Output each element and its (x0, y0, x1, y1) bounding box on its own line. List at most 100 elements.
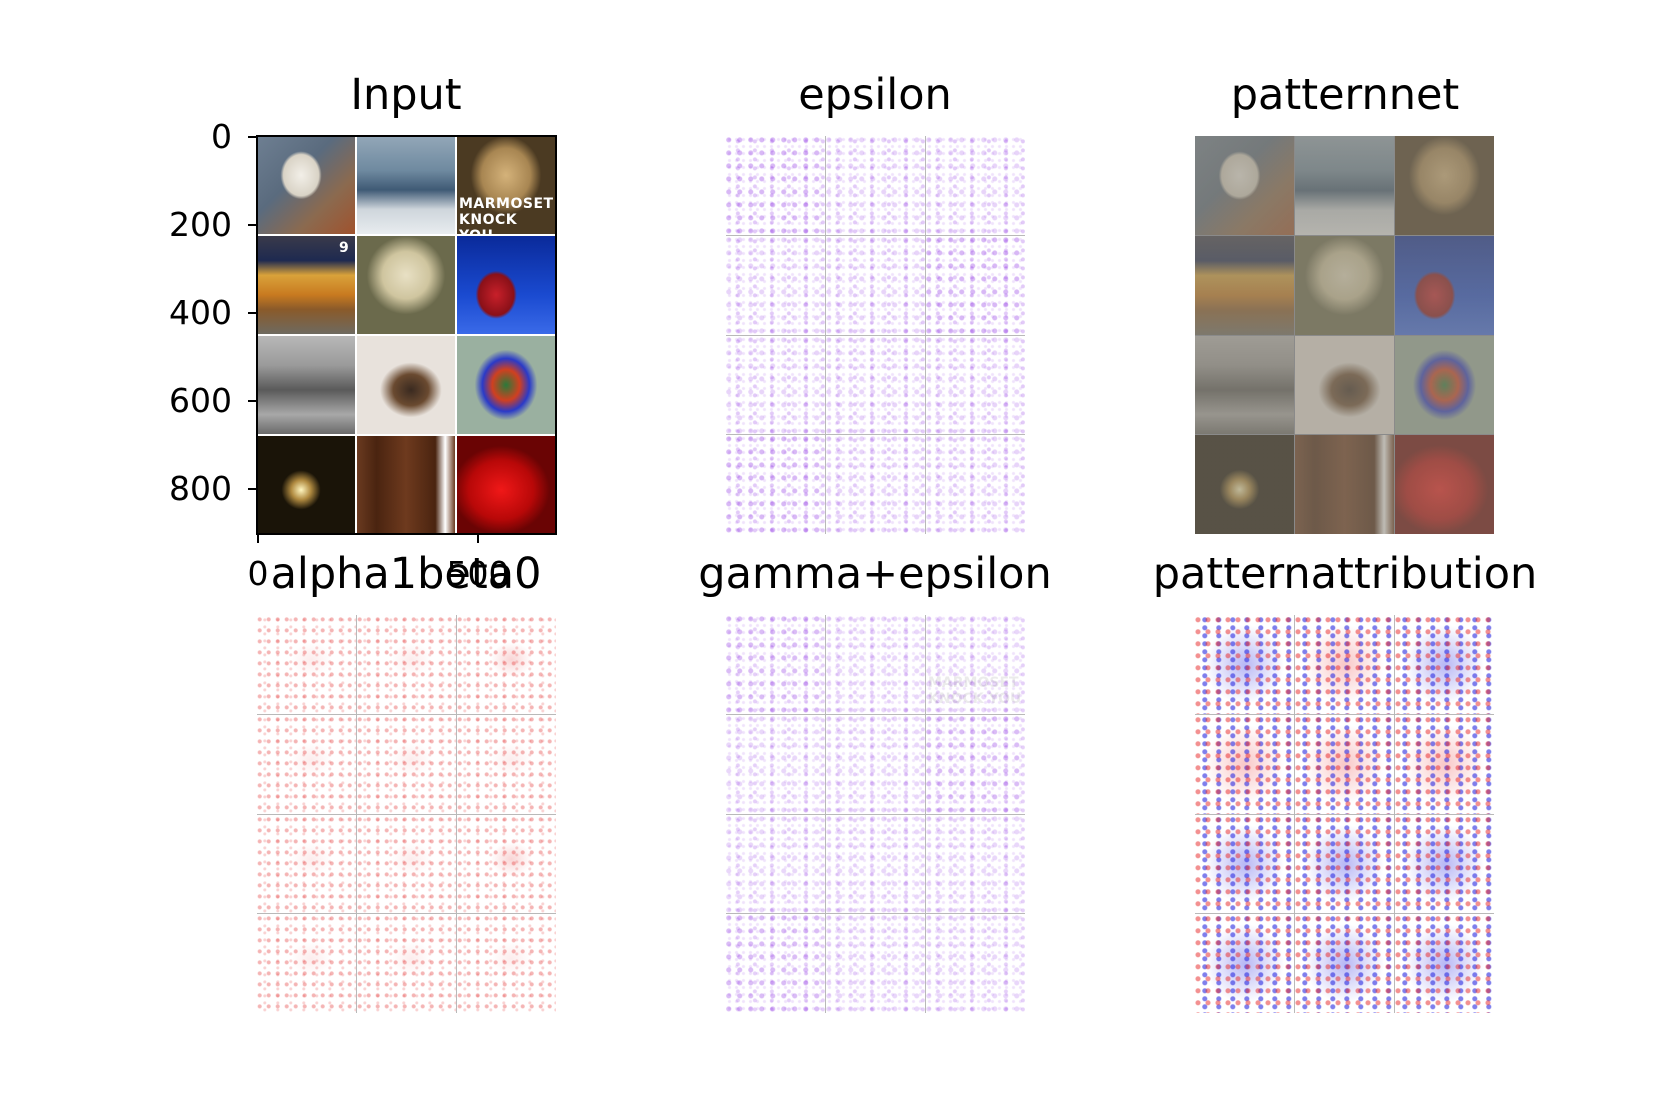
image-tile (1295, 235, 1394, 335)
y-tick-label: 0 (211, 117, 232, 156)
y-tick-mark (248, 136, 256, 138)
image-tile (826, 814, 925, 914)
image-tile (457, 615, 556, 714)
image-tile (257, 714, 356, 814)
image-tile (1295, 914, 1394, 1013)
x-tick-mark (257, 535, 259, 543)
image-tile (1295, 714, 1394, 814)
image-tile (357, 436, 455, 534)
image-tile (1395, 714, 1494, 814)
image-tile (1195, 235, 1294, 335)
image-tile (1395, 136, 1494, 235)
image-tile (726, 914, 825, 1013)
image-tile (826, 235, 925, 335)
image-tile (457, 914, 556, 1013)
tram-number: 9 (339, 240, 350, 256)
epsilon-heatmap-grid (726, 136, 1025, 534)
y-tick-mark (248, 488, 256, 490)
image-tile (1195, 914, 1294, 1013)
image-tile (1295, 814, 1394, 914)
x-tick-label: 0 (247, 554, 269, 593)
image-tile (257, 814, 356, 914)
image-tile (457, 236, 555, 334)
image-tile (357, 714, 456, 814)
image-tile (457, 814, 556, 914)
y-tick-label: 600 (169, 381, 232, 420)
image-tile (726, 335, 825, 435)
image-tile: 9 (257, 236, 355, 334)
image-tile (1195, 814, 1294, 914)
panel-title-patternnet: patternnet (1230, 70, 1460, 120)
panel-title-input: Input (350, 70, 462, 120)
image-tile (457, 714, 556, 814)
image-tile (257, 436, 355, 534)
y-tick-mark (248, 224, 256, 226)
y-tick-label: 800 (169, 469, 232, 508)
image-tile (357, 236, 455, 334)
image-tile (726, 714, 825, 814)
image-tile (926, 136, 1025, 235)
image-tile (357, 814, 456, 914)
image-tile (357, 136, 455, 234)
image-tile (257, 136, 355, 234)
image-tile (926, 335, 1025, 435)
y-tick-label: 400 (169, 293, 232, 332)
image-tile (726, 136, 825, 235)
image-tile (357, 336, 455, 434)
image-tile (826, 335, 925, 435)
image-tile (457, 436, 555, 534)
image-tile (726, 435, 825, 534)
image-tile (826, 615, 925, 714)
image-tile (257, 615, 356, 714)
image-tile (257, 914, 356, 1013)
image-tile (926, 714, 1025, 814)
image-tile (1395, 435, 1494, 534)
image-tile (726, 814, 825, 914)
image-tile (1395, 335, 1494, 435)
y-tick-mark (248, 312, 256, 314)
panel-title-patternattribution: patternattribution (1152, 549, 1538, 599)
panel-title-epsilon: epsilon (798, 70, 952, 120)
image-tile (1195, 435, 1294, 534)
image-tile (826, 136, 925, 235)
image-tile (926, 235, 1025, 335)
x-tick-mark (477, 535, 479, 543)
image-tile (726, 615, 825, 714)
image-tile (1295, 615, 1394, 714)
alpha1beta0-heatmap-grid (257, 615, 556, 1013)
image-tile (1395, 615, 1494, 714)
image-tile (1195, 335, 1294, 435)
image-tile (1195, 615, 1294, 714)
image-tile (926, 914, 1025, 1013)
y-tick-mark (248, 400, 256, 402)
image-tile (926, 435, 1025, 534)
image-tile (826, 435, 925, 534)
image-tile (826, 914, 925, 1013)
patternattribution-heatmap-grid (1195, 615, 1494, 1013)
image-tile (1195, 136, 1294, 235)
image-tile (357, 615, 456, 714)
image-tile (1295, 435, 1394, 534)
image-tile (926, 814, 1025, 914)
patternnet-grid (1195, 136, 1494, 534)
image-tile (1395, 814, 1494, 914)
image-tile (257, 336, 355, 434)
panel-title-alpha1beta0: alpha1beta0 (270, 549, 542, 599)
image-tile (1295, 136, 1394, 235)
y-tick-label: 200 (169, 205, 232, 244)
x-tick-label: 500 (446, 554, 510, 593)
image-tile (357, 914, 456, 1013)
image-tile (1395, 914, 1494, 1013)
panel-title-gamma-epsilon: gamma+epsilon (698, 549, 1052, 599)
image-tile (726, 235, 825, 335)
image-tile (457, 336, 555, 434)
image-tile (1395, 235, 1494, 335)
image-tile (826, 714, 925, 814)
image-tile (1195, 714, 1294, 814)
